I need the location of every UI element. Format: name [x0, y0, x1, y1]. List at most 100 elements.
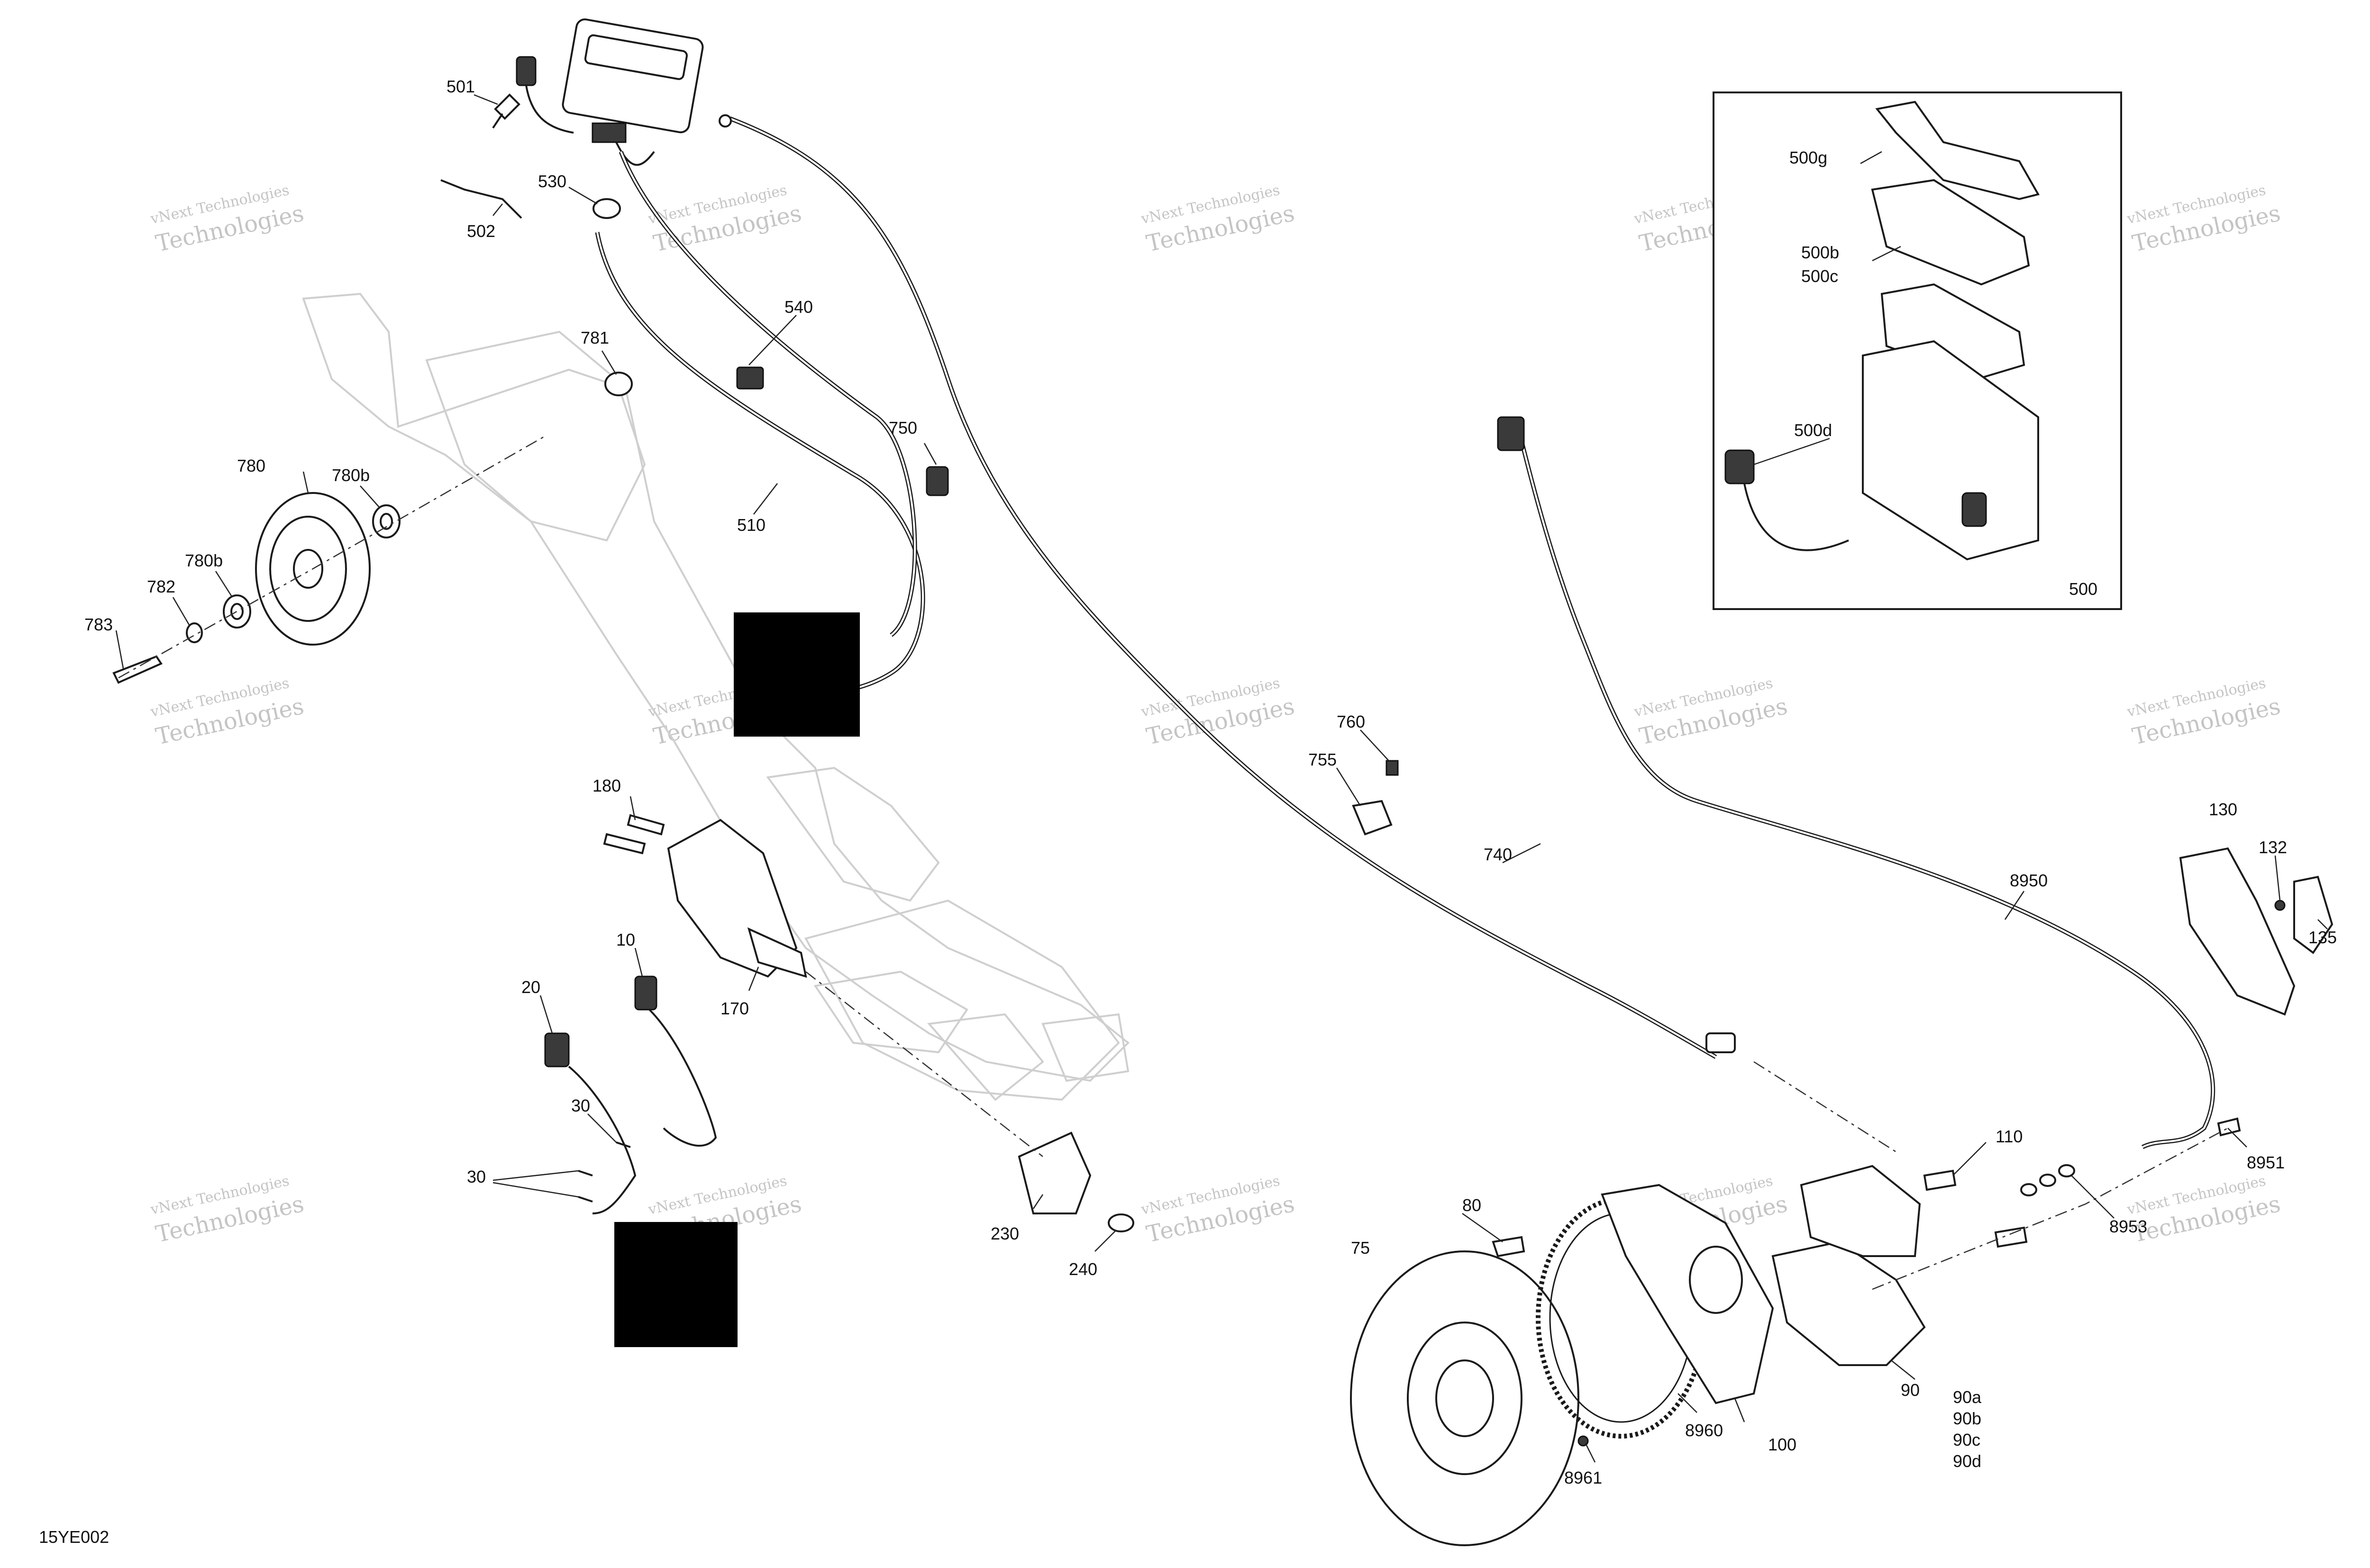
cable-axis	[1753, 1061, 1896, 1153]
part-8951-screw	[2217, 1117, 2241, 1137]
label-781: 781	[581, 328, 609, 347]
pedal-axis	[118, 435, 546, 679]
part-783-bolt	[112, 655, 163, 684]
label-780b-1: 780b	[332, 465, 370, 485]
part-90-caliper	[1771, 1165, 1926, 1366]
part-755-clamp	[1352, 800, 1393, 836]
label-500: 500	[2069, 579, 2097, 599]
diagram-id: 15YE002	[39, 1527, 109, 1547]
part-180-bolts	[603, 814, 665, 855]
caliper-axis	[1872, 1127, 2228, 1290]
part-780-pulley	[255, 492, 371, 646]
label-90b: 90b	[1953, 1409, 1981, 1428]
label-90d: 90d	[1953, 1451, 1981, 1471]
part-540-clip	[736, 366, 764, 390]
part-780b-bearing-2	[223, 594, 251, 629]
label-750: 750	[889, 418, 917, 438]
label-502: 502	[467, 221, 495, 241]
label-8960: 8960	[1685, 1421, 1723, 1440]
label-20: 20	[521, 977, 540, 997]
redaction-block-1	[734, 612, 860, 737]
label-780b-2: 780b	[185, 551, 223, 570]
part-740-cable	[719, 114, 1736, 1059]
label-180: 180	[592, 776, 621, 795]
label-10: 10	[616, 930, 635, 949]
label-8951: 8951	[2247, 1153, 2285, 1172]
part-501-fastener	[492, 93, 520, 129]
label-501: 501	[447, 77, 475, 96]
part-80-bolt	[1492, 1236, 1525, 1258]
reservoir-assembly	[516, 18, 704, 166]
label-90c: 90c	[1953, 1430, 1980, 1449]
label-30-lower: 30	[467, 1167, 486, 1186]
part-30-screws	[578, 1141, 631, 1203]
part-502-clip	[440, 179, 522, 219]
label-30-upper: 30	[571, 1096, 590, 1115]
part-20-sensor	[544, 1032, 637, 1214]
label-755: 755	[1308, 750, 1337, 769]
part-170-master-cylinder	[667, 819, 807, 978]
part-132-screw	[2274, 900, 2286, 911]
part-8950-sensor-harness	[1497, 416, 2215, 1149]
part-780b-bearing-1	[372, 504, 401, 538]
label-110: 110	[1996, 1127, 2023, 1146]
label-760: 760	[1337, 712, 1365, 731]
part-230-boot	[1018, 1131, 1092, 1214]
leader-lines	[115, 94, 2328, 1463]
part-240-clamp	[1108, 1213, 1134, 1232]
part-100-bracket	[1601, 1184, 1774, 1404]
label-500c: 500c	[1801, 266, 1838, 286]
label-782: 782	[147, 577, 175, 596]
label-90: 90	[1901, 1380, 1920, 1400]
label-540: 540	[784, 297, 813, 317]
label-132: 132	[2259, 838, 2287, 857]
part-10-switch	[634, 975, 717, 1147]
label-530: 530	[538, 172, 566, 191]
part-110-bolts	[1923, 1169, 2028, 1248]
part-labels: 501 502 530 540 781 750 510 780 780b 780…	[39, 77, 2337, 1547]
label-240: 240	[1069, 1259, 1097, 1279]
label-500d: 500d	[1794, 420, 1832, 440]
label-8953: 8953	[2109, 1217, 2147, 1236]
label-170: 170	[720, 999, 749, 1018]
label-500b: 500b	[1801, 243, 1839, 262]
label-510: 510	[737, 515, 766, 535]
part-530-fitting	[592, 198, 621, 219]
label-100: 100	[1768, 1435, 1796, 1454]
part-75-brake-disc	[1350, 1250, 1579, 1546]
label-8950: 8950	[2010, 871, 2048, 890]
part-750-bleeder	[926, 466, 949, 496]
label-740: 740	[1484, 845, 1512, 864]
label-8961: 8961	[1564, 1468, 1602, 1487]
master-axis	[805, 971, 1043, 1157]
part-760-screw	[1386, 760, 1399, 776]
part-130-guard	[2179, 847, 2296, 1016]
inset-reservoir-exploded	[1713, 91, 2122, 610]
label-230: 230	[991, 1224, 1019, 1243]
label-780: 780	[237, 456, 265, 475]
label-90a: 90a	[1953, 1387, 1982, 1407]
label-80: 80	[1462, 1195, 1481, 1215]
label-135: 135	[2308, 928, 2337, 947]
part-135-cover	[2293, 875, 2334, 954]
ghost-frame	[302, 292, 1130, 1101]
part-781-bushing	[604, 372, 633, 396]
label-783: 783	[84, 615, 113, 634]
redaction-block-2	[614, 1222, 738, 1347]
part-8953-washers	[2020, 1164, 2075, 1196]
label-75: 75	[1351, 1238, 1370, 1258]
label-130: 130	[2209, 800, 2237, 819]
label-500g: 500g	[1789, 148, 1827, 167]
